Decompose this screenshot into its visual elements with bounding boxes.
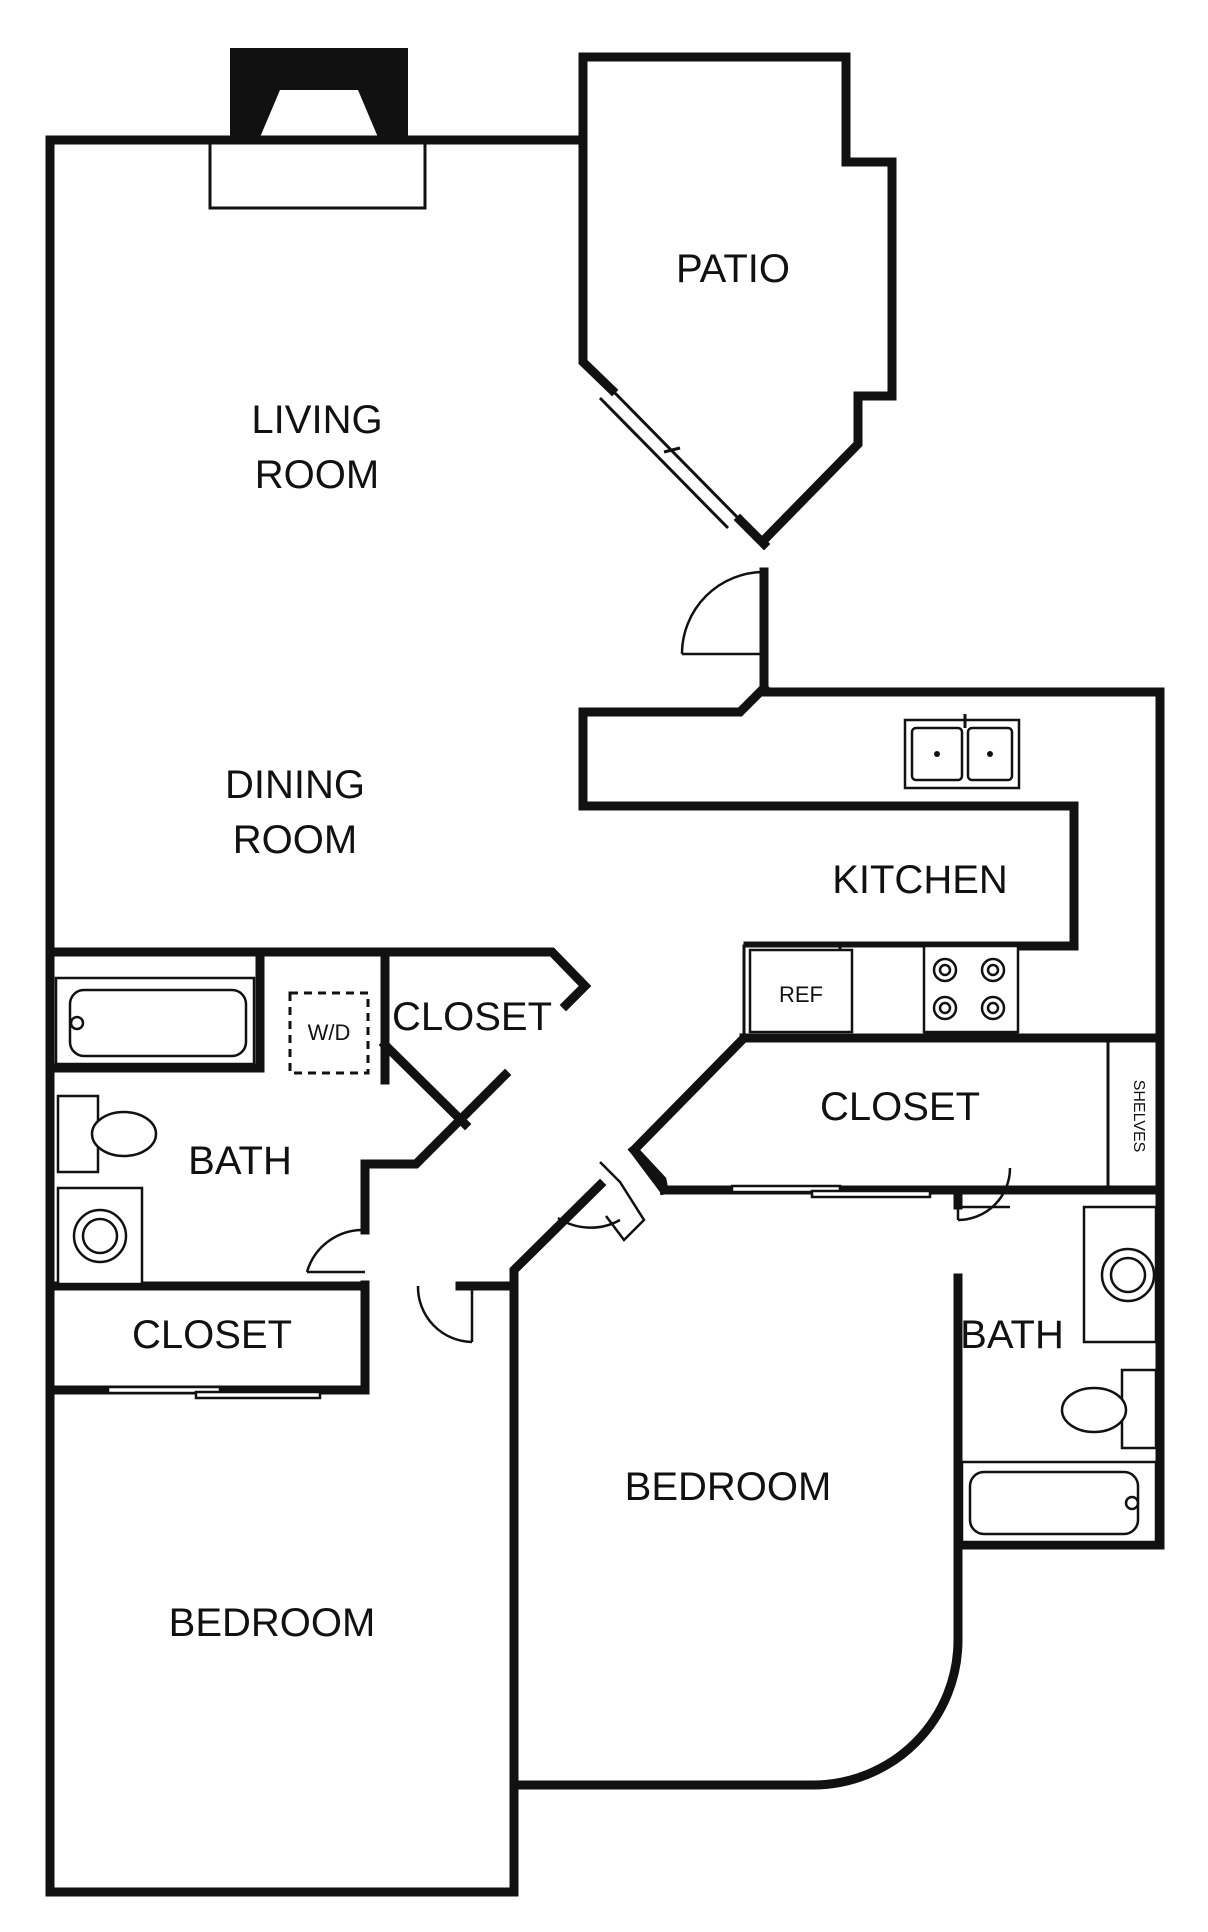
dining-room-label-line1: DINING (225, 763, 365, 807)
kitchen-sink (903, 714, 1021, 790)
bedroom-left-label: BEDROOM (169, 1601, 376, 1645)
closet-hall-label: CLOSET (392, 995, 552, 1039)
shelves-label: SHELVES (1130, 1080, 1147, 1153)
patio-sliding-door (598, 388, 742, 530)
dining-room-label-line2: ROOM (233, 818, 357, 862)
kitchen-label: KITCHEN (832, 858, 1008, 902)
left-bath-fixtures (54, 976, 370, 1286)
bedroom-center-label: BEDROOM (625, 1465, 832, 1509)
interior-doors (305, 1161, 1012, 1344)
entry-door (680, 570, 769, 658)
washer-dryer-label: W/D (308, 1020, 351, 1045)
closet-kitchen-label: CLOSET (820, 1085, 980, 1129)
interior-walls (45, 947, 1165, 1790)
closet-sliding-doors (106, 1184, 932, 1400)
bath-right-label: BATH (960, 1313, 1064, 1357)
fireplace (208, 48, 427, 210)
living-room-label-line2: ROOM (255, 453, 379, 497)
patio-label: PATIO (676, 247, 790, 291)
living-room-label-line1: LIVING (251, 398, 382, 442)
bath-left-label: BATH (188, 1139, 292, 1183)
closet-bedroom-label: CLOSET (132, 1313, 292, 1357)
kitchen-counter-lower (742, 944, 1020, 1042)
refrigerator-label: REF (779, 982, 823, 1007)
right-bath-fixtures (960, 1205, 1158, 1544)
